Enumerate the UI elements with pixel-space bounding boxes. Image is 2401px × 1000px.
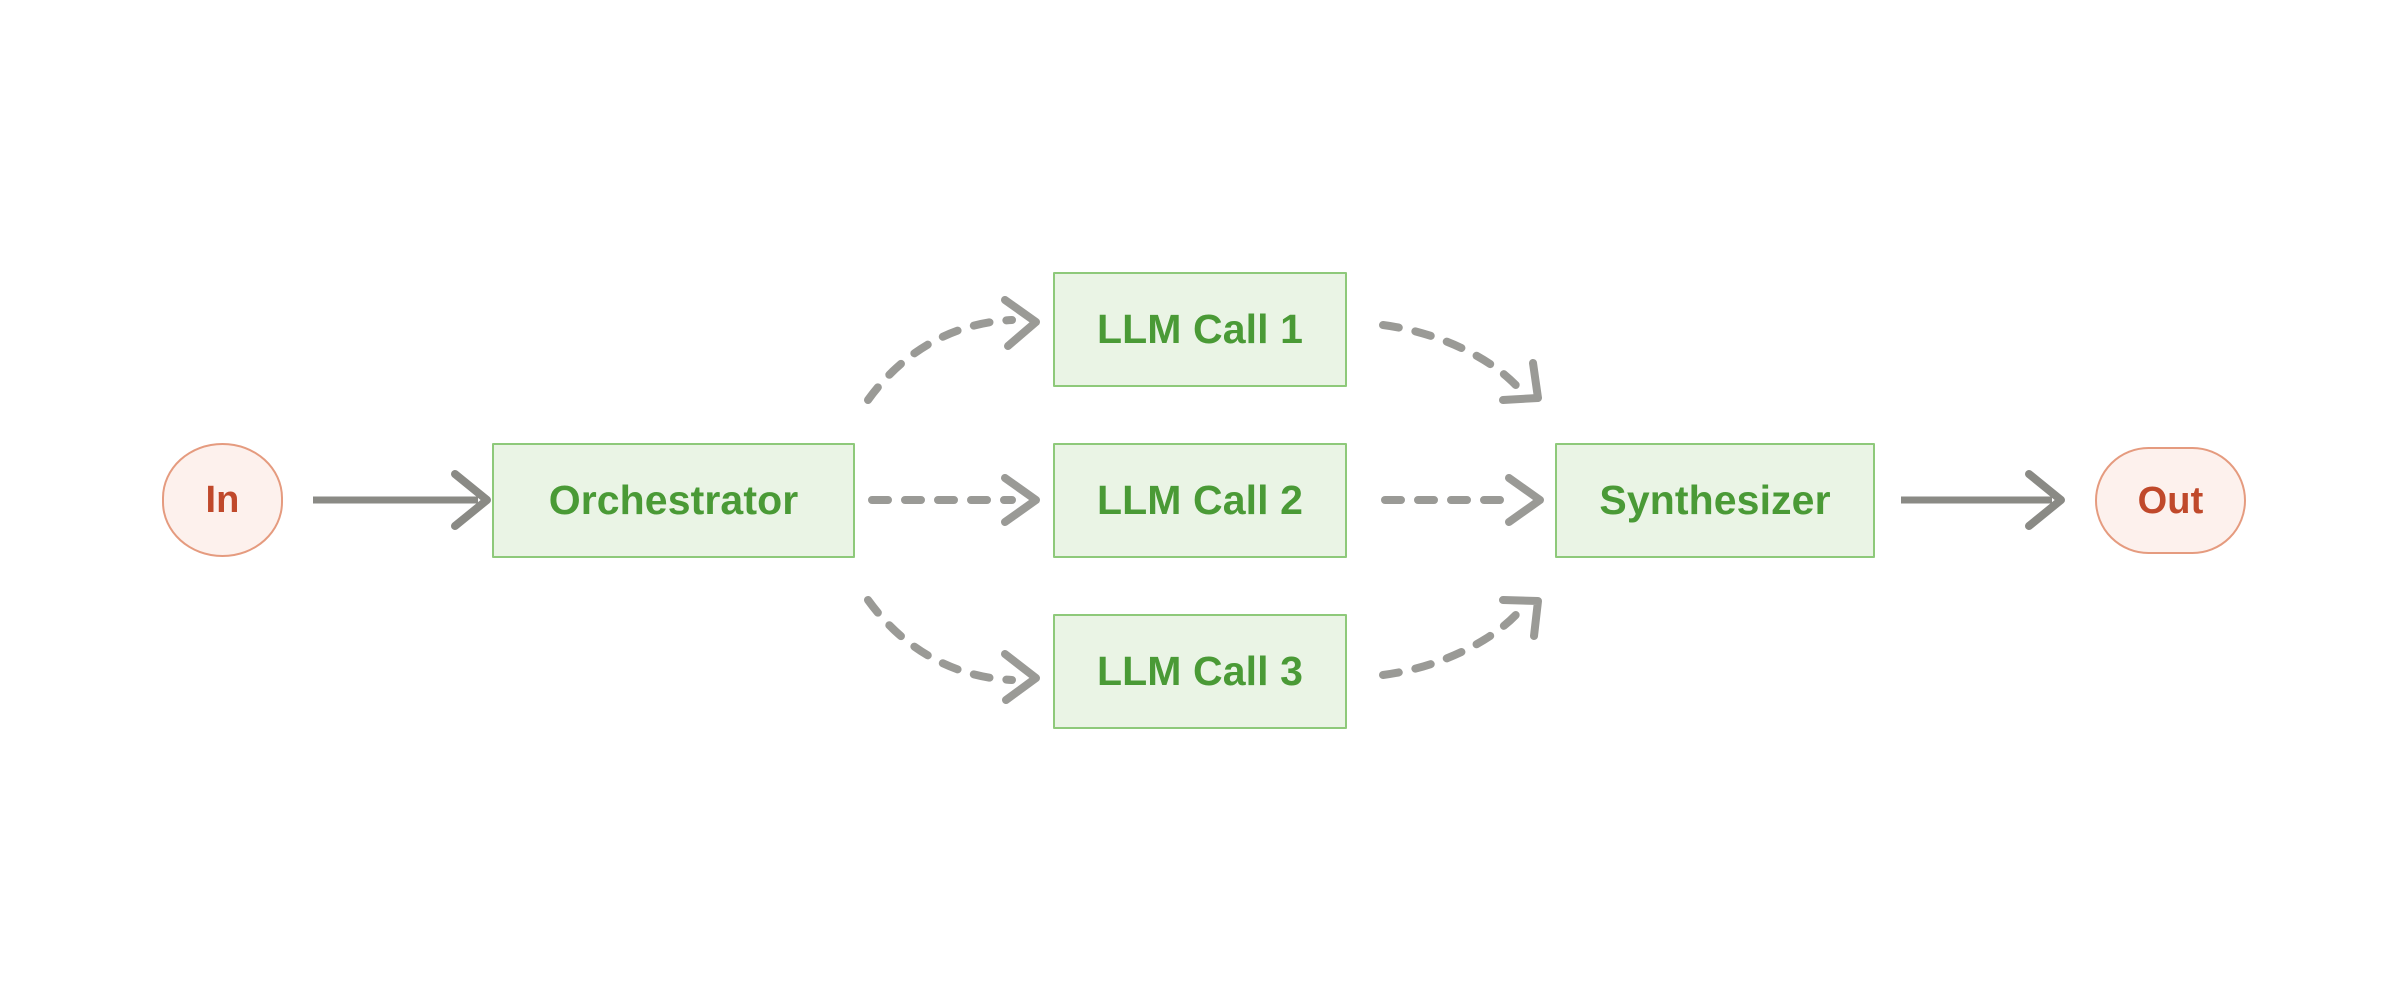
edge-llm-call-3-to-synthesizer	[1379, 596, 1542, 679]
node-in[interactable]: In	[162, 443, 283, 557]
edge-orchestrator-to-llm-call-2	[868, 474, 1040, 526]
node-llm-call-3[interactable]: LLM Call 3	[1053, 614, 1347, 729]
edge-llm-call-2-to-synthesizer	[1381, 474, 1544, 526]
node-out[interactable]: Out	[2095, 447, 2246, 554]
node-synthesizer[interactable]: Synthesizer	[1555, 443, 1875, 558]
node-orchestrator-label: Orchestrator	[548, 477, 799, 523]
node-llm-call-1-label: LLM Call 1	[1096, 306, 1304, 352]
node-llm-call-1[interactable]: LLM Call 1	[1053, 272, 1347, 387]
node-llm-call-2[interactable]: LLM Call 2	[1053, 443, 1347, 558]
node-llm-call-2-label: LLM Call 2	[1096, 477, 1304, 523]
edge-in-to-orchestrator	[313, 470, 491, 530]
edge-orchestrator-to-llm-call-1	[864, 296, 1040, 404]
node-out-label: Out	[2137, 479, 2204, 522]
node-orchestrator[interactable]: Orchestrator	[492, 443, 855, 558]
edge-synthesizer-to-out	[1901, 470, 2065, 530]
node-synthesizer-label: Synthesizer	[1599, 477, 1831, 523]
edge-llm-call-1-to-synthesizer	[1379, 321, 1542, 404]
edge-orchestrator-to-llm-call-3	[864, 596, 1040, 704]
node-llm-call-3-label: LLM Call 3	[1096, 648, 1304, 694]
node-in-label: In	[205, 479, 240, 521]
